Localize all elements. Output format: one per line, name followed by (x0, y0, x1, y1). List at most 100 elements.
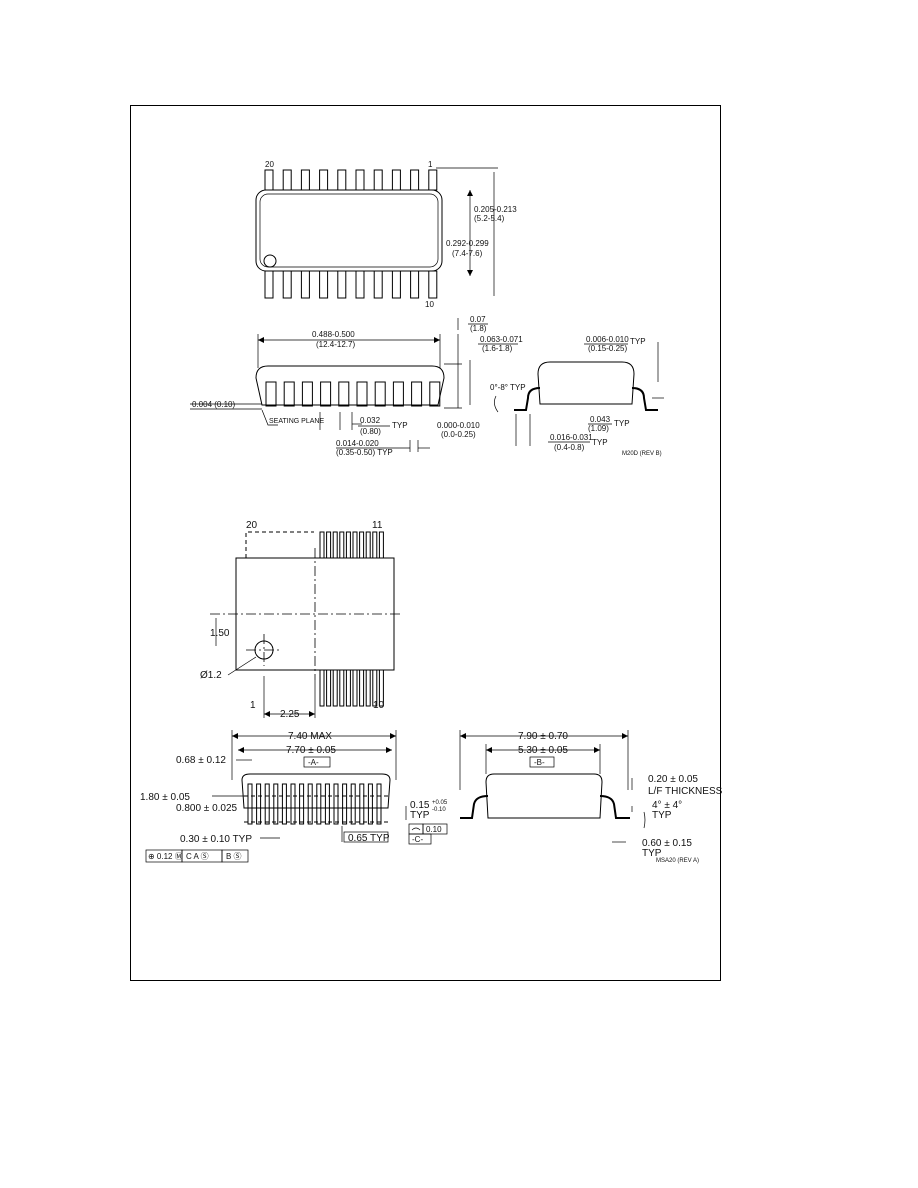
soic-top-view: 20 1 10 0.205-0.213 (5.2-5.4) 0.292-0.29… (255, 160, 517, 309)
soic-side-lead (374, 381, 386, 407)
soic-lead (428, 169, 438, 191)
soic-lead (373, 270, 383, 299)
ssop-side-lead (333, 783, 339, 825)
ssop-side-lead (342, 783, 348, 825)
dim-height-b: (7.4-7.6) (452, 249, 483, 258)
ssop-side-body (241, 773, 391, 809)
soic-side-lead (301, 381, 313, 407)
fcf-position: ⊕ 0.12 Ⓜ (148, 852, 183, 861)
dim-width-a: 0.205-0.213 (474, 205, 517, 214)
dim-foot-b: (1.09) (588, 424, 609, 433)
end-body (537, 361, 635, 405)
top-pin-10-label: 10 (425, 300, 434, 309)
dim-top-a: 0.07 (470, 315, 486, 324)
soic-lead (355, 169, 365, 191)
dim-2-25: 2.25 (280, 709, 300, 720)
dim-0-15-tol-a: +0.05 (432, 800, 448, 806)
dim-standoff-b: (0.0-0.25) (441, 430, 476, 439)
ssop-side-lead (324, 783, 330, 825)
dim-pitch-b: (0.80) (360, 427, 381, 436)
soic-lead (391, 169, 401, 191)
ssop-lead (332, 531, 338, 559)
ssop-side-lead (316, 783, 322, 825)
side-body (255, 365, 445, 406)
soic-side-lead (411, 381, 423, 407)
soic-side-lead (265, 381, 277, 407)
soic-lead (300, 270, 310, 299)
dim-pitch-a: 0.032 (360, 416, 381, 425)
soic-side-lead (356, 381, 368, 407)
ssop-lead (365, 669, 371, 707)
drawing-code-top: M20D (REV B) (622, 451, 662, 457)
ssop-pins-upper (319, 531, 384, 559)
ssop-side-lead (359, 783, 365, 825)
drawing-code-bottom: MSA20 (REV A) (656, 858, 699, 864)
ssop-pin-10-label: 10 (373, 700, 385, 711)
soic-end-view: 0.006-0.010 (0.15-0.25) TYP 0°-8° TYP 0.… (490, 335, 664, 457)
soic-lead (282, 169, 292, 191)
ssop-side-lead (281, 783, 287, 825)
dim-foot-a: 0.043 (590, 415, 611, 424)
ssop-pin-1-label: 1 (250, 700, 256, 711)
soic-lead (337, 270, 347, 299)
dim-5-30: 5.30 ± 0.05 (518, 745, 568, 756)
dim-7-70: 7.70 ± 0.05 (286, 745, 336, 756)
dim-angle: 0°-8° TYP (490, 383, 526, 392)
dim-angle-4-typ: TYP (652, 810, 672, 821)
soic-lead (264, 169, 274, 191)
datum-b: -B- (534, 758, 545, 767)
soic-side-view: 0.488-0.500 (12.4-12.7) 0.004 (0.10) SEA… (190, 315, 523, 457)
ssop-top-view: 20 11 1 10 1.50 Ø1.2 2.25 (200, 520, 400, 720)
soic-lead (391, 270, 401, 299)
datum-c: -C- (412, 835, 423, 844)
ssop-lead (365, 531, 371, 559)
ssop-side-lead (264, 783, 270, 825)
dim-hole: Ø1.2 (200, 670, 222, 681)
ssop-side-lead (367, 783, 373, 825)
ssop-lead (345, 531, 351, 559)
soic-lead (410, 169, 420, 191)
dim-0-800: 0.800 ± 0.025 (176, 803, 238, 814)
dim-lead-len-typ: TYP (592, 438, 608, 447)
dim-0-30: 0.30 ± 0.10 TYP (180, 834, 252, 845)
datum-a: -A- (308, 758, 319, 767)
dim-0-60: 0.60 ± 0.15 (642, 838, 692, 849)
pin1-indicator (263, 254, 277, 268)
dim-top-b: (1.8) (470, 324, 487, 333)
dim-0-15-typ: TYP (410, 810, 430, 821)
dim-0-15: 0.15 (410, 800, 430, 811)
lf-thickness-label: L/F THICKNESS (648, 786, 723, 797)
dim-thick-b: (0.15-0.25) (588, 344, 627, 353)
dim-height-a: 0.292-0.299 (446, 239, 489, 248)
ssop-side-lead (299, 783, 305, 825)
soic-lead (337, 169, 347, 191)
soic-lead (319, 169, 329, 191)
dim-width-b: (5.2-5.4) (474, 214, 505, 223)
ssop-side-view: 7.40 MAX 7.70 ± 0.05 -A- 0.68 ± 0.12 1.8… (140, 730, 448, 863)
top-pin-20-label: 20 (265, 160, 274, 169)
fcf-datums-ca: C A Ⓢ (186, 852, 209, 861)
dim-lead-w-b: (0.35-0.50) TYP (336, 448, 393, 457)
ssop-lead (359, 531, 365, 559)
soic-lead (410, 270, 420, 299)
ssop-side-lead (290, 783, 296, 825)
dim-length-b: (12.4-12.7) (316, 340, 355, 349)
dim-0-60-typ: TYP (642, 848, 662, 859)
dim-angle-4: 4° ± 4° (652, 800, 682, 811)
dim-0-20: 0.20 ± 0.05 (648, 774, 698, 785)
soic-lead (300, 169, 310, 191)
dim-0-68: 0.68 ± 0.12 (176, 755, 226, 766)
soic-side-lead (320, 381, 332, 407)
soic-side-lead (338, 381, 350, 407)
dim-foot-typ: TYP (614, 419, 630, 428)
soic-lead (264, 270, 274, 299)
dim-length-a: 0.488-0.500 (312, 330, 355, 339)
ssop-lead (339, 531, 345, 559)
dim-7-90: 7.90 ± 0.70 (518, 731, 568, 742)
dim-0-15-tol-b: -0.10 (432, 807, 446, 813)
soic-side-lead (392, 381, 404, 407)
ssop-pin-11-label: 11 (372, 520, 383, 531)
ssop-lead (378, 531, 384, 559)
soic-side-lead (429, 381, 441, 407)
